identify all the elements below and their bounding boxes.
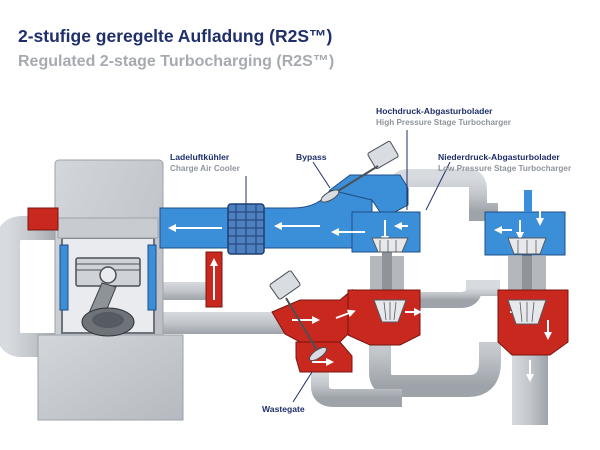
label-low-pressure-turbo: Niederdruck-Abgasturbolader Low Pressure… — [438, 152, 572, 173]
label-high-pressure-turbo: Hochdruck-Abgasturbolader High Pressure … — [376, 106, 511, 127]
title-german: 2-stufige geregelte Aufladung (R2S™) — [18, 26, 333, 46]
lp-turbocharger-wheels — [507, 237, 547, 325]
engine-block — [37, 159, 184, 421]
label-bypass: Bypass — [296, 152, 327, 162]
bypass-valve — [320, 140, 399, 203]
title-english: Regulated 2-stage Turbocharging (R2S™) — [18, 53, 335, 70]
label-wastegate: Wastegate — [262, 404, 305, 414]
wastegate-valve — [269, 270, 328, 362]
label-charge-air-cooler: Ladeluftkühler Charge Air Cooler — [170, 152, 240, 173]
charge-air-cooler — [227, 203, 265, 255]
leader-lines — [245, 130, 451, 403]
hp-turbocharger-wheels — [371, 237, 409, 323]
